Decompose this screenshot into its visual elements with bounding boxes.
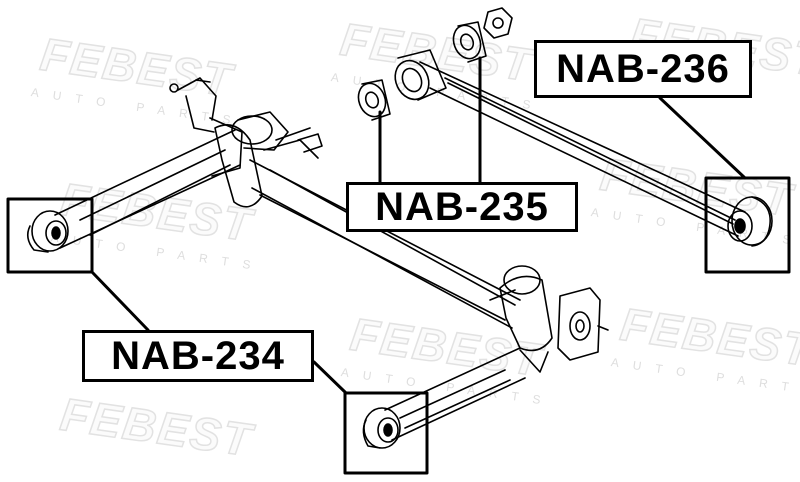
leader-234-right (312, 360, 348, 395)
nab-234-right-highlight-box (343, 391, 429, 475)
left-hub-assembly (169, 77, 323, 208)
nab-236-bushing (727, 196, 773, 247)
right-trailing-arm (384, 347, 526, 441)
nab-234-left-bushing (26, 210, 69, 253)
nab-234-left-highlight-box (6, 197, 94, 274)
part-label-nab-236: NAB-236 (534, 40, 752, 98)
part-label-nab-234: NAB-234 (82, 330, 314, 382)
leader-lines (90, 56, 747, 395)
part-label-nab-235: NAB-235 (346, 182, 578, 232)
leader-234-left (90, 270, 150, 332)
nab-236-highlight-box (704, 176, 791, 274)
upper-arm-front-eye (394, 49, 447, 101)
left-trailing-arm (54, 117, 243, 249)
leader-236 (658, 96, 747, 180)
right-hub-assembly (489, 265, 609, 373)
nab-234-right-bushing (362, 407, 401, 449)
